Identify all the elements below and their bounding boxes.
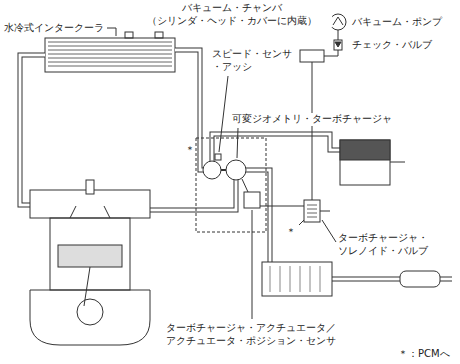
leader-line: [219, 76, 228, 152]
intercooler-body: [45, 38, 175, 72]
intake-pipe: [20, 55, 45, 205]
catalytic-converter: [262, 262, 332, 296]
injector: [86, 180, 94, 194]
label-box: ＊：PCMへ: [398, 348, 450, 361]
crankcase: [30, 290, 150, 345]
converter-core: [270, 266, 320, 292]
label-box: ターボチャージャ・ソレノイド・バルブ: [338, 232, 433, 257]
pipe-outline: [20, 50, 452, 279]
label-box: 水冷式インタークーラ: [4, 22, 104, 35]
intercooler-fins: [48, 42, 172, 66]
illustration-group: [20, 14, 452, 345]
leader-line: [107, 28, 116, 36]
air-cleaner: [340, 140, 390, 185]
pipe-inner: [20, 50, 452, 279]
label-box: バキューム・ポンプ: [352, 16, 442, 29]
cylinder-block: [50, 218, 130, 290]
actuator-rod: [242, 179, 248, 192]
label-box: ＊: [185, 144, 195, 157]
exhaust-pipe: [332, 278, 400, 281]
pcm-wire: [299, 220, 304, 225]
part-label: ターボチャージャ・ソレノイド・バルブ: [338, 232, 433, 257]
part-label: チェック・バルブ: [352, 39, 432, 52]
vacuum-chamber: [300, 50, 324, 62]
check-valve: [334, 40, 342, 50]
label-box: チェック・バルブ: [352, 39, 432, 52]
piston: [58, 245, 122, 267]
part-label: バキューム・ポンプ: [352, 16, 442, 29]
exhaust-manifold: [150, 180, 236, 210]
label-box: ＊: [286, 226, 296, 239]
coolant-port: [155, 32, 163, 38]
leader-line: [322, 220, 336, 242]
part-label: バキューム・チャンバ （シリンダ・ヘッド・カバーに内蔵）: [132, 2, 332, 27]
speed-sensor: [215, 154, 221, 160]
vacuum-line: [338, 30, 339, 40]
vacuum-pump: [330, 14, 346, 30]
tail-pipe: [440, 278, 452, 281]
turbo-shaft: [221, 169, 226, 171]
part-label: 可変ジオメトリ・ターボチャージャ: [232, 113, 392, 126]
vacuum-line: [324, 50, 338, 56]
tail-pipe: [440, 277, 452, 282]
exhaust-manifold: [150, 180, 236, 210]
muffler: [400, 271, 440, 287]
label-box: ターボチャージャ・アクチュエータ／アクチュエータ・ポジション・センサ: [166, 322, 341, 347]
actuator: [244, 192, 260, 208]
check-valve-mark: [335, 42, 341, 47]
air-cleaner-element: [340, 140, 390, 160]
vent-line: [320, 211, 330, 212]
exhaust-pipe: [332, 277, 400, 282]
label-box: 可変ジオメトリ・ターボチャージャ: [232, 113, 392, 126]
valve: [70, 206, 110, 218]
crankshaft: [77, 299, 103, 325]
leader-line: [237, 128, 238, 158]
coolant-port: [125, 32, 133, 38]
vacuum-line: [260, 206, 304, 207]
pcm-mark: ＊: [185, 144, 195, 157]
vacuum-pump-mark: [333, 17, 343, 25]
turbo-group-frame: [196, 138, 266, 232]
leader-line: [252, 210, 253, 319]
air-inlet: [390, 162, 405, 163]
pcm-mark: ＊: [286, 226, 296, 239]
solenoid-valve: [304, 200, 320, 222]
note-text: ＊：PCMへ: [398, 348, 450, 361]
part-label: ターボチャージャ・アクチュエータ／アクチュエータ・ポジション・センサ: [166, 322, 341, 347]
part-label: スピード・センサ・アッシ: [212, 48, 297, 73]
charge-pipe: [175, 50, 203, 170]
part-label: 水冷式インタークーラ: [4, 22, 104, 35]
label-box: スピード・センサ・アッシ: [212, 48, 297, 73]
vacuum-line: [312, 62, 313, 200]
label-box: バキューム・チャンバ （シリンダ・ヘッド・カバーに内蔵）: [132, 2, 332, 27]
intake-pipe: [20, 55, 45, 205]
solenoid-coil: [307, 205, 317, 217]
charge-pipe: [175, 50, 203, 170]
compressor: [203, 161, 221, 179]
turbine: [226, 160, 246, 180]
